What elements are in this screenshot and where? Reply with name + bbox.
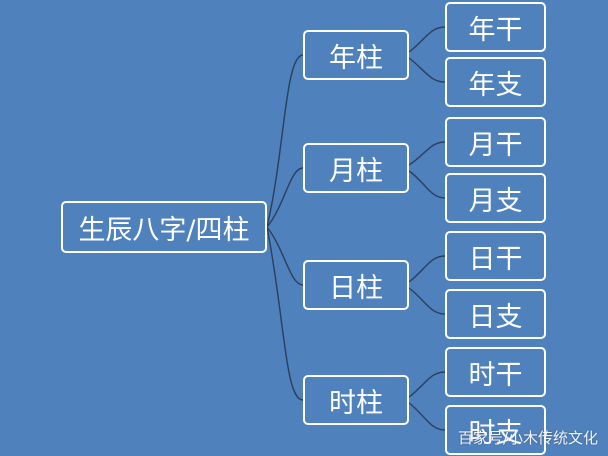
- pillar-node-ri: 日柱: [303, 260, 409, 310]
- stem-label: 时干: [468, 359, 523, 391]
- connector-nian-zhi: [408, 57, 446, 83]
- connector-shi-zhi: [408, 402, 446, 431]
- connector-root-ri: [266, 226, 304, 286]
- pillar-node-shi: 时柱: [303, 375, 409, 425]
- pillar-label: 日柱: [329, 272, 383, 304]
- pillar-node-yue: 月柱: [303, 143, 409, 193]
- root-node: 生辰八字/四柱: [61, 201, 267, 253]
- connector-yue-gan: [408, 141, 446, 166]
- connector-nian-gan: [408, 26, 446, 53]
- stem-node-shi: 时干: [445, 347, 546, 397]
- connector-ri-zhi: [408, 287, 446, 315]
- branch-node-shi: 时支: [445, 405, 546, 455]
- pillar-label: 年柱: [329, 42, 383, 74]
- connector-root-yue: [266, 167, 304, 228]
- connector-root-shi: [266, 226, 304, 401]
- connector-root-nian: [266, 54, 304, 228]
- branch-node-nian: 年支: [445, 57, 546, 107]
- pillar-node-nian: 年柱: [303, 30, 409, 80]
- stem-label: 月干: [468, 129, 523, 161]
- stem-label: 日干: [468, 243, 523, 275]
- pillar-label: 时柱: [329, 387, 383, 419]
- pillar-label: 月柱: [329, 155, 383, 187]
- connector-ri-gan: [408, 255, 446, 283]
- branch-label: 月支: [468, 185, 523, 217]
- branch-node-yue: 月支: [445, 173, 546, 223]
- watermark-text: 百家号/小木传统文化: [457, 429, 598, 447]
- branch-label: 时支: [468, 417, 523, 449]
- branch-label: 年支: [468, 69, 523, 101]
- stem-label: 年干: [468, 14, 523, 46]
- stem-node-ri: 日干: [445, 231, 546, 281]
- branch-label: 日支: [468, 301, 523, 333]
- connector-yue-zhi: [408, 170, 446, 199]
- stem-node-nian: 年干: [445, 2, 546, 52]
- branch-node-ri: 日支: [445, 289, 546, 339]
- stem-node-yue: 月干: [445, 117, 546, 167]
- root-label: 生辰八字/四柱: [78, 214, 250, 246]
- connector-shi-gan: [408, 371, 446, 398]
